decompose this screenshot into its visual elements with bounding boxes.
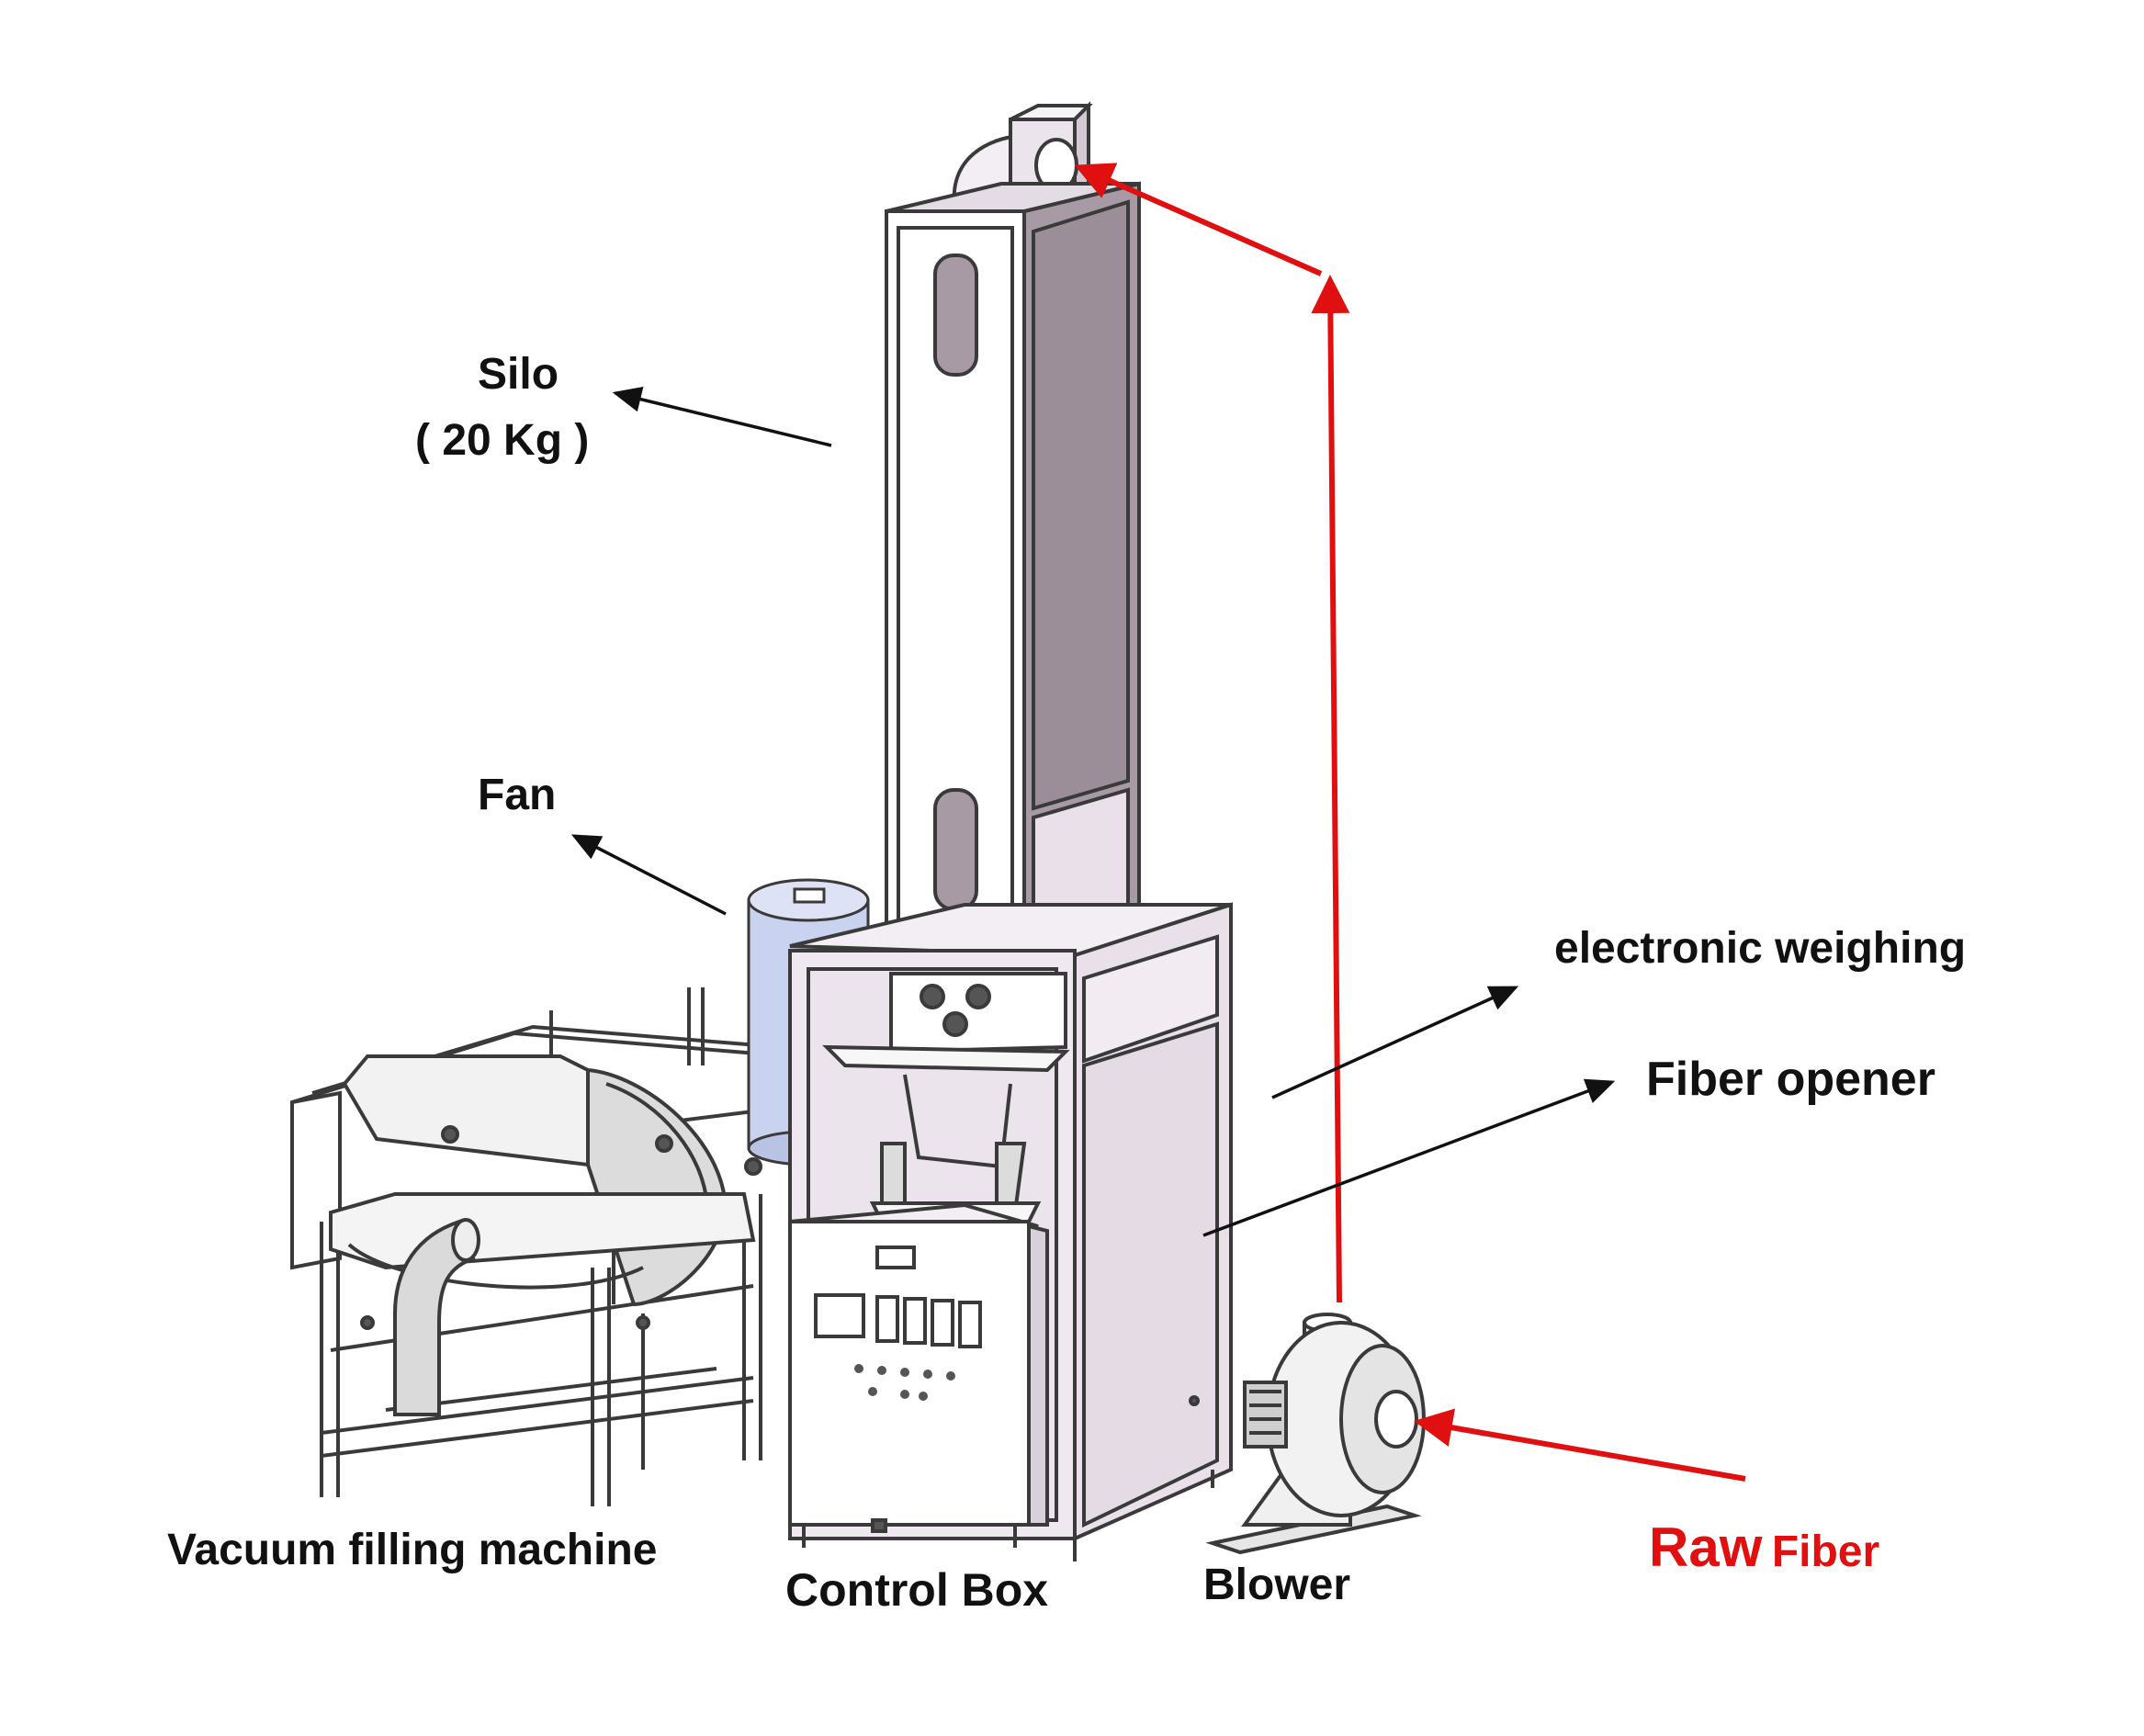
flow-arrow-to-silo-inlet xyxy=(1074,163,1323,276)
label-silo: Silo xyxy=(478,350,559,399)
label-raw-word: Raw xyxy=(1649,1516,1763,1578)
flow-arrow-raw-fiber-to-blower xyxy=(1414,1408,1746,1482)
pointer-silo xyxy=(612,386,832,447)
pointer-fan xyxy=(570,834,727,916)
label-raw-fiber: Raw Fiber xyxy=(1649,1516,1879,1579)
label-fiber-word: Fiber xyxy=(1771,1527,1880,1576)
control-box xyxy=(788,1202,1049,1548)
label-fan: Fan xyxy=(478,771,557,819)
fiber-flow-path xyxy=(1074,163,1746,1482)
silo-tower xyxy=(885,101,1141,958)
label-control-box: Control Box xyxy=(785,1564,1049,1616)
pointer-fiber-opener xyxy=(1202,1078,1616,1237)
label-fiber-opener: Fiber opener xyxy=(1646,1053,1935,1106)
label-silo-capacity: ( 20 Kg ) xyxy=(415,416,590,465)
pointer-electronic-weighing xyxy=(1271,986,1519,1099)
label-blower: Blower xyxy=(1203,1561,1351,1609)
vacuum-filling-machine xyxy=(290,987,792,1506)
blower xyxy=(1205,1313,1426,1555)
pointer-arrows xyxy=(570,386,1616,1237)
label-vacuum-filling-machine: Vacuum filling machine xyxy=(167,1526,658,1574)
flow-arrow-blower-up xyxy=(1311,275,1350,1303)
label-electronic-weighing: electronic weighing xyxy=(1554,924,1967,973)
